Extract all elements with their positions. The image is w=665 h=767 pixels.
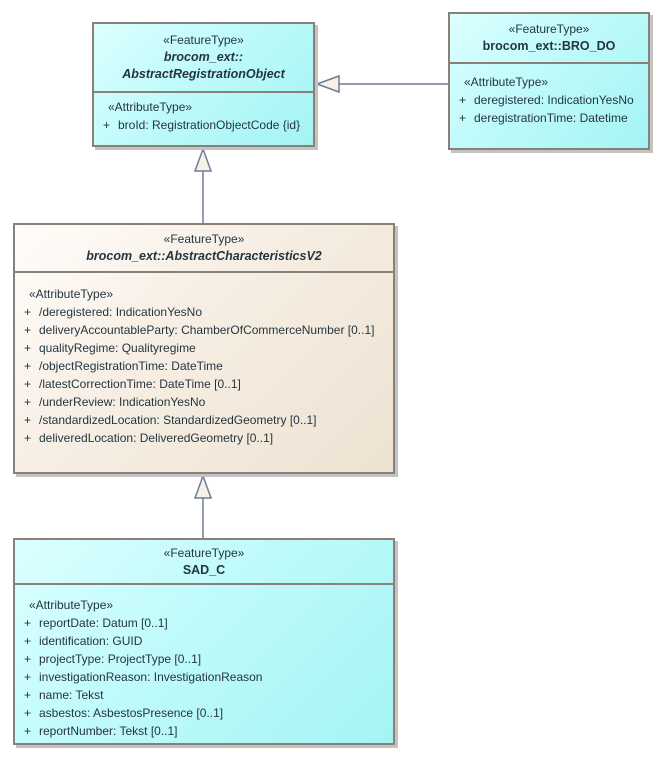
class-header: «FeatureType» brocom_ext:: AbstractRegis… [94,24,313,93]
visibility-marker: + [24,323,32,337]
visibility-marker: + [24,413,32,427]
attribute-row: + reportNumber: Tekst [0..1] [15,722,393,740]
visibility-marker: + [24,706,32,720]
visibility-marker: + [24,377,32,391]
attribute-text: deliveryAccountableParty: ChamberOfComme… [39,323,375,337]
attribute-row: + identification: GUID [15,632,393,650]
class-header: «FeatureType» SAD_C [15,540,393,585]
attribute-compartment: «AttributeType» + /deregistered: Indicati… [15,273,393,447]
attribute-row: + /deregistered: IndicationYesNo [15,303,393,321]
visibility-marker: + [24,670,32,684]
attribute-text: /deregistered: IndicationYesNo [39,305,202,319]
visibility-marker: + [24,305,32,319]
attribute-compartment: «AttributeType» + deregistered: Indicatio… [450,64,648,127]
visibility-marker: + [24,724,32,738]
attribute-text: /underReview: IndicationYesNo [39,395,206,409]
attribute-text: identification: GUID [39,634,143,648]
class-stereotype: «FeatureType» [163,232,245,246]
visibility-marker: + [24,652,32,666]
generalization-acv2-to-aro[interactable] [193,146,213,223]
attribute-row: + deliveryAccountableParty: ChamberOfComm… [15,321,393,339]
attribute-text: name: Tekst [39,688,104,702]
attribute-stereotype: «AttributeType» [29,287,114,301]
class-name: AbstractRegistrationObject [122,67,285,81]
visibility-marker: + [24,359,32,373]
attribute-text: asbestos: AsbestosPresence [0..1] [39,706,224,720]
visibility-marker: + [24,688,32,702]
attribute-row: + /underReview: IndicationYesNo [15,393,393,411]
attribute-row: + deregistrationTime: Datetime [450,109,648,127]
attribute-stereotype: «AttributeType» [108,100,193,114]
attribute-row: + deregistered: IndicationYesNo [450,91,648,109]
attribute-text: qualityRegime: Qualityregime [39,341,196,355]
attribute-text: deregistrationTime: Datetime [474,111,628,125]
class-abstract-registration-object[interactable]: «FeatureType» brocom_ext:: AbstractRegis… [92,22,315,147]
class-name: brocom_ext:: [163,50,244,64]
generalization-brodo-to-aro[interactable] [314,74,448,94]
attribute-row: + deliveredLocation: DeliveredGeometry [0… [15,429,393,447]
attribute-row: + broId: RegistrationObjectCode {id} [94,116,313,134]
visibility-marker: + [24,616,32,630]
visibility-marker: + [459,111,467,125]
generalization-arrowhead [314,74,340,94]
attribute-list: + /deregistered: IndicationYesNo + delivery… [15,303,393,447]
attribute-row: + qualityRegime: Qualityregime [15,339,393,357]
class-name: SAD_C [182,562,226,577]
class-name: brocom_ext::AbstractCharacteristicsV2 [86,249,322,263]
attribute-stereotype: «AttributeType» [29,598,114,612]
attribute-row: + /standardizedLocation: StandardizedGeom… [15,411,393,429]
generalization-arrowhead [193,473,213,499]
visibility-marker: + [24,341,32,355]
visibility-marker: + [459,93,467,107]
attribute-text: deregistered: IndicationYesNo [474,93,634,107]
attribute-list: + reportDate: Datum [0..1] + identification… [15,614,393,740]
class-header: «FeatureType» brocom_ext::BRO_DO [450,14,648,64]
attribute-list: + deregistered: IndicationYesNo + deregistr… [450,91,648,127]
attribute-text: investigationReason: InvestigationReason [39,670,263,684]
attribute-text: projectType: ProjectType [0..1] [39,652,202,666]
attribute-compartment: «AttributeType» + reportDate: Datum [0..1… [15,585,393,740]
attribute-text: deliveredLocation: DeliveredGeometry [0.… [39,431,274,445]
class-stereotype: «FeatureType» [163,33,244,47]
attribute-row: + projectType: ProjectType [0..1] [15,650,393,668]
class-name: brocom_ext::BRO_DO [482,39,616,53]
generalization-arrowhead [193,146,213,172]
class-sad-c[interactable]: «FeatureType» SAD_C «AttributeType» + rep… [13,538,395,745]
class-bro-do[interactable]: «FeatureType» brocom_ext::BRO_DO «Attrib… [448,12,650,150]
class-stereotype: «FeatureType» [163,545,245,560]
visibility-marker: + [24,634,32,648]
attribute-stereotype: «AttributeType» [464,75,549,89]
attribute-row: + investigationReason: InvestigationReaso… [15,668,393,686]
attribute-text: broId: RegistrationObjectCode {id} [118,118,301,132]
visibility-marker: + [24,431,32,445]
attribute-row: + /objectRegistrationTime: DateTime [15,357,393,375]
attribute-row: + /latestCorrectionTime: DateTime [0..1] [15,375,393,393]
attribute-text: reportNumber: Tekst [0..1] [39,724,178,738]
attribute-row: + asbestos: AsbestosPresence [0..1] [15,704,393,722]
attribute-row: + name: Tekst [15,686,393,704]
attribute-text: /objectRegistrationTime: DateTime [39,359,223,373]
class-abstract-characteristics-v2[interactable]: «FeatureType» brocom_ext::AbstractCharac… [13,223,395,474]
attribute-list: + broId: RegistrationObjectCode {id} [94,116,313,134]
visibility-marker: + [24,395,32,409]
attribute-text: reportDate: Datum [0..1] [39,616,168,630]
visibility-marker: + [103,118,111,132]
attribute-text: /latestCorrectionTime: DateTime [0..1] [39,377,241,391]
class-header: «FeatureType» brocom_ext::AbstractCharac… [15,225,393,273]
attribute-row: + reportDate: Datum [0..1] [15,614,393,632]
attribute-compartment: «AttributeType» + broId: RegistrationObje… [94,93,313,134]
attribute-text: /standardizedLocation: StandardizedGeome… [39,413,317,427]
class-stereotype: «FeatureType» [508,22,590,36]
generalization-sadc-to-acv2[interactable] [193,473,213,538]
